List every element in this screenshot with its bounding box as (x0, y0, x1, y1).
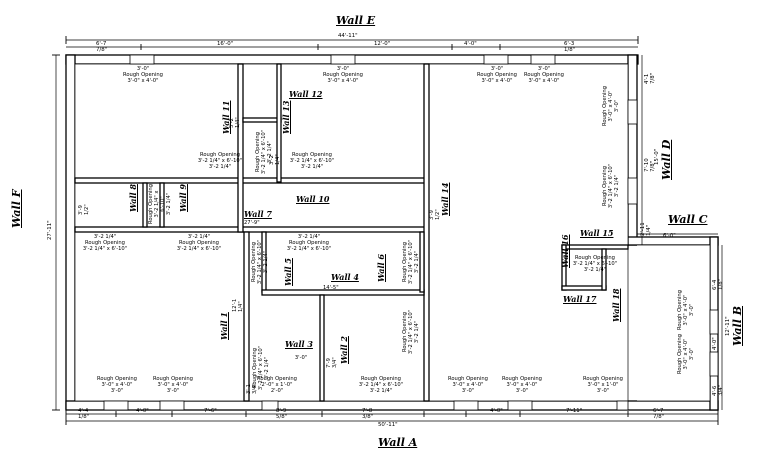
wall-18-label: Wall 18 (611, 288, 621, 322)
w14-top-dim: 3'-9 1/2" (429, 209, 441, 220)
wall-d-label: Wall D (660, 139, 673, 180)
wall-14-label: Wall 14 (440, 182, 450, 216)
left-overall-dim: 27'-11" (47, 220, 53, 240)
wall-b-label: Wall B (731, 305, 744, 346)
bottom-dim-6: 4'-0" (490, 408, 503, 414)
interior-walls (74, 63, 629, 402)
wall-7-label: Wall 7 (244, 209, 272, 219)
bottom-dim-3: 7'-6" (204, 408, 217, 414)
w1-low-dim: 3'-1 3/4" (246, 383, 258, 394)
wall-a-label: Wall A (378, 436, 418, 449)
w4-length: 14'-5" (323, 285, 339, 291)
w8-top-dim: 3'-9 1/2" (78, 204, 90, 215)
top-dim-5: 6'-3 1/8" (564, 41, 576, 53)
c-width-dim: 6'-0" (663, 233, 676, 239)
exterior-walls (65, 54, 719, 411)
wall-f-label: Wall F (10, 189, 23, 228)
w3-dim: 3'-0" (294, 355, 308, 361)
wall-1 (243, 231, 250, 402)
wall-1-label: Wall 1 (219, 312, 229, 340)
top-dim-2: 16'-0" (217, 41, 234, 47)
wall-13-label: Wall 13 (281, 100, 291, 134)
wall-17-label: Wall 17 (563, 294, 597, 304)
bottom-dim-5: 7'-8 3/8" (362, 408, 374, 420)
openings (103, 54, 719, 411)
wall-8 (142, 182, 148, 228)
d-low-dim: 2'-11 1/4" (640, 222, 652, 236)
wall-e-label: Wall E (336, 14, 376, 27)
bottom-overall-dim: 50'-11" (378, 422, 398, 428)
wall-8-label: Wall 8 (128, 184, 138, 212)
top-overall-dim: 44'-11" (338, 33, 358, 39)
wall-3-label: Wall 3 (285, 339, 313, 349)
wall-5-label: Wall 5 (283, 258, 293, 286)
top-dim-4: 4'-0" (464, 41, 477, 47)
bottom-dim-1: 4'-4 1/8" (78, 408, 90, 420)
w7-length: 27'-9" (244, 220, 260, 226)
bottom-dim-4: 8'-9 5/8" (276, 408, 288, 420)
wall-2-label: Wall 2 (339, 336, 349, 364)
bottom-dim-8: 6'-7 7/8" (653, 408, 665, 420)
wall-9 (159, 182, 165, 228)
b-mid-dim: 4'-0" (712, 337, 718, 350)
wall-c-label: Wall C (668, 213, 708, 226)
w11-top-dim: 5'-2 1/4" (229, 117, 241, 128)
wall-13 (276, 63, 282, 183)
wall-18 (601, 248, 607, 291)
b-overall-dim: 12'-11" (725, 316, 731, 336)
wall-11 (237, 63, 244, 233)
wall-6-label: Wall 6 (376, 254, 386, 282)
w1-top-dim: 12'-1 1/4" (232, 298, 244, 312)
wall-9-label: Wall 9 (178, 184, 188, 212)
dimension-lines (52, 36, 723, 425)
wall-6 (419, 231, 425, 293)
d-mid-dim: 7'-10 7/8" (644, 158, 656, 172)
wall-15-label: Wall 15 (580, 228, 614, 238)
top-dim-1: 6'-7 7/8" (96, 41, 108, 53)
bottom-dim-2: 4'-0" (136, 408, 149, 414)
bottom-dim-7: 7'-11" (566, 408, 583, 414)
b-top-dim: 6'-4 1/8" (712, 278, 724, 290)
wall-12-label: Wall 12 (289, 89, 323, 99)
b-low-dim: 4'-6 3/4" (712, 384, 724, 396)
w13-dim: 3'-2 1/4" (269, 154, 281, 165)
wall-4-label: Wall 4 (331, 272, 359, 282)
top-dim-3: 12'-0" (374, 41, 391, 47)
d-top-dim: 4'-1 7/8" (644, 72, 656, 84)
wall-10-label: Wall 10 (296, 194, 330, 204)
wall-2 (319, 294, 325, 402)
w2-length: 7'-9 3/4" (326, 357, 338, 368)
